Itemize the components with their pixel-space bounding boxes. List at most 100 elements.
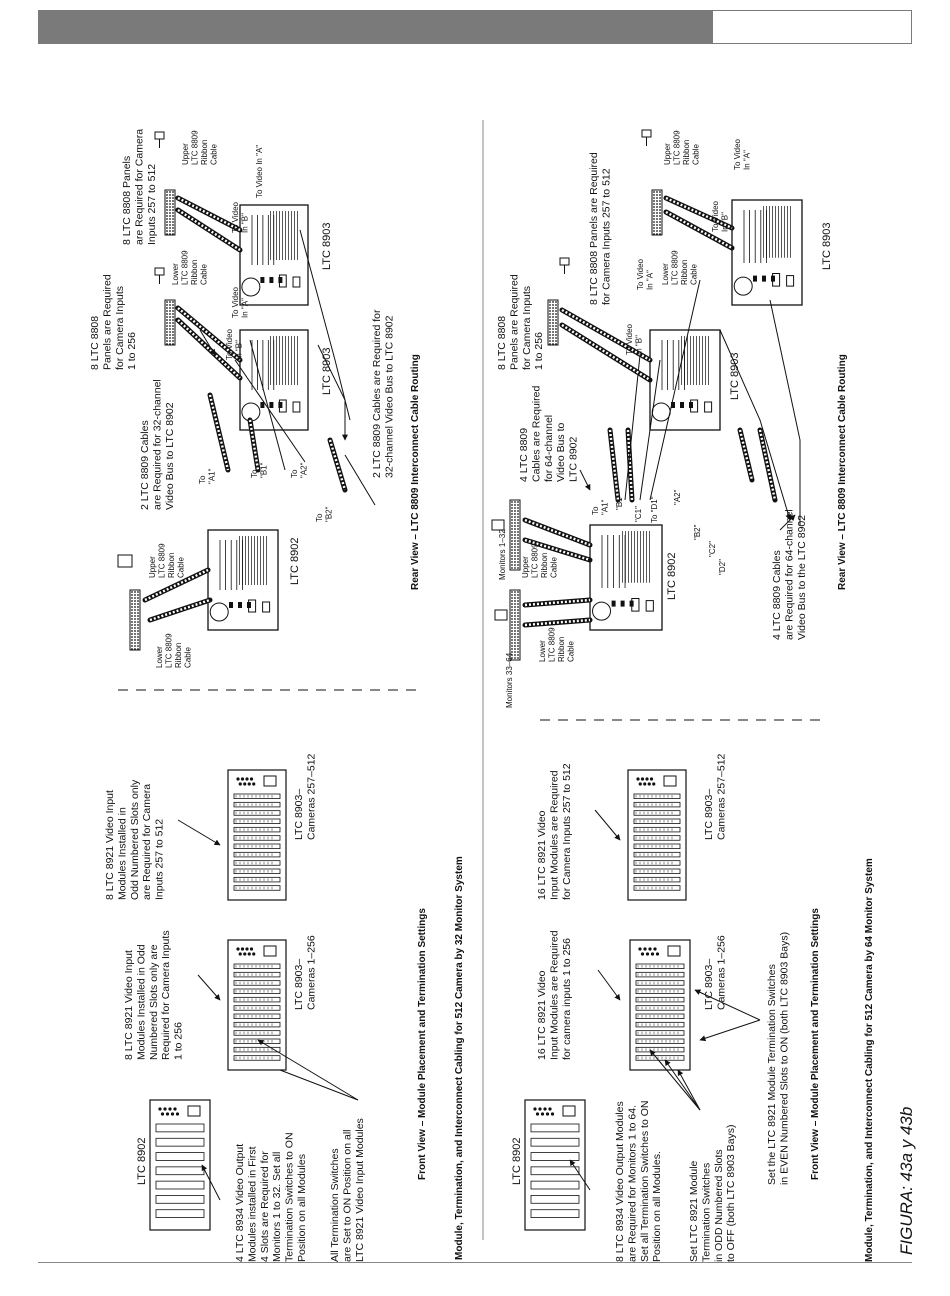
bottom-ribbon-d (522, 537, 593, 563)
panel-pin (514, 639, 516, 641)
module-slot (233, 996, 281, 1003)
panel-pin (517, 651, 519, 653)
top-note-257-512-line: Odd Numbered Slots only (129, 779, 141, 900)
bottom-ltc8903-bay2 (627, 769, 687, 901)
bottom-lower-cable-panels-line: Cable (689, 264, 698, 285)
panel-pin (514, 627, 516, 629)
panel-pin (172, 325, 174, 327)
panel-pin (511, 603, 513, 605)
panel-pin (514, 651, 516, 653)
top-ltc8808-panel-frame (129, 589, 141, 651)
power-connector (229, 602, 233, 608)
indicator-dot (240, 947, 245, 951)
top-note-1-256-line: 8 LTC 8921 Video Input (123, 950, 135, 1060)
panel-pin (511, 642, 513, 644)
bottom-odd-arrow-3 (677, 1069, 701, 1111)
bottom-to-d1: To "D1" (650, 496, 659, 523)
top-note-257-512-line: Inputs 257 to 512 (154, 819, 166, 900)
bottom-ribbon-b-twist (524, 618, 591, 627)
panel-pin (514, 558, 516, 560)
top-to-video-a-1-line: To Video (231, 286, 240, 318)
indicator-dot (247, 782, 251, 786)
panel-pin (514, 624, 516, 626)
top-bay2-label-line: Cameras 257–512 (305, 753, 317, 840)
top-ribbon-lower-body (142, 567, 211, 603)
panel-pin (169, 224, 171, 226)
panel-pin (511, 657, 513, 659)
bottom-cables-note-1-line: for 64-channel (543, 415, 555, 482)
panel-pin (555, 310, 557, 312)
top-to-video-a-1-line: In "A" (240, 298, 249, 318)
bottom-ribbon-3b-twist (665, 210, 733, 250)
panel-pin (552, 307, 554, 309)
panel-pin (169, 325, 171, 327)
panel-pin (659, 215, 661, 217)
panel-pin (166, 191, 168, 193)
panel-pin (511, 609, 513, 611)
panel-pin (511, 531, 513, 533)
panel-pin (549, 301, 551, 303)
indicator-dot (240, 777, 245, 781)
panel-pin (131, 606, 133, 608)
module-slot (633, 868, 681, 874)
panel-pin (166, 206, 168, 208)
panel-pin (134, 630, 136, 632)
page-header-box (712, 10, 912, 44)
panel-pin (166, 319, 168, 321)
panel-pin (552, 343, 554, 345)
top-upper-cable-label-line: Cable (176, 557, 185, 578)
panel-pin (514, 504, 516, 506)
bottom-monitors-33-64-line: Monitors 33–64 (505, 652, 514, 708)
bottom-upper-cable-panels-line: Upper (663, 143, 672, 165)
bottom-odd-note-line: Termination Switches (700, 1163, 712, 1262)
panel-pin (514, 501, 516, 503)
top-to-video-b-2-line: To Video (231, 201, 240, 233)
module-slot (233, 801, 281, 808)
panel-pin (172, 230, 174, 232)
bottom-lower-cable-panels-line: LTC 8809 (670, 250, 679, 285)
top-to-video-a-2-line: To Video In "A" (255, 145, 264, 198)
panel-pin (511, 546, 513, 548)
module-slot (155, 1180, 205, 1190)
module-slot (530, 1166, 580, 1176)
indicator-dot (252, 782, 256, 786)
module-slot (233, 1005, 281, 1011)
bottom-cable-4 (757, 427, 778, 503)
indicator-dot (173, 1107, 177, 1111)
bottom-ltc8903-bay2-display (663, 775, 677, 787)
bottom-ribbon-c (522, 517, 593, 548)
panel-pin (137, 591, 139, 593)
bottom-to-video-b-1-line: To Video (625, 323, 634, 355)
indicator-dot (540, 1112, 545, 1116)
panel-pin (172, 334, 174, 336)
panel-pin (131, 594, 133, 596)
bottom-ribbon-a (522, 597, 593, 608)
panel-pin (517, 642, 519, 644)
bottom-upper-cable-line: Cable (549, 557, 558, 578)
panel-pin (555, 319, 557, 321)
bottom-panels-note-2-line: 8 LTC 8808 Panels are Required (588, 152, 600, 305)
panel-pin (517, 645, 519, 647)
panel-pin (134, 618, 136, 620)
bottom-plug-2-body (641, 129, 652, 138)
panel-pin (656, 224, 658, 226)
bottom-lower-cable-line: Lower (538, 640, 547, 662)
bottom-ltc8902-front-frame (524, 1099, 586, 1231)
bottom-system-title: Module, Termination, and Interconnect Ca… (864, 858, 875, 1262)
bottom-panels-note-2-line: for Camera Inputs 257 to 512 (600, 168, 612, 305)
bottom-note-1-256-line: 16 LTC 8921 Video (536, 970, 548, 1060)
panel-pin (659, 221, 661, 223)
top-ltc8934-note-line: 4 LTC 8934 Video Output (234, 1144, 246, 1262)
top-lower-cable-label-line: Lower (155, 646, 164, 668)
indicator-dot (249, 777, 254, 781)
panel-pin (137, 618, 139, 620)
bottom-lower-cable-panels-line: Ribbon (680, 260, 689, 285)
panel-pin (659, 224, 661, 226)
panel-pin (517, 657, 519, 659)
